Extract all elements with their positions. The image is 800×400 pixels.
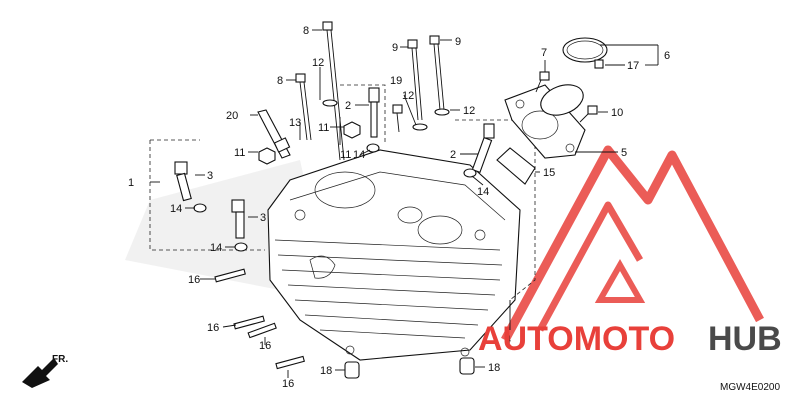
stud-16-c: [247, 322, 277, 339]
callout-18-a: 18: [320, 365, 332, 377]
callout-16-a: 16: [188, 274, 200, 286]
callout-9-a: 9: [392, 42, 398, 54]
front-direction-arrow-icon: [22, 358, 58, 388]
guide-3-upper: [174, 161, 192, 202]
callout-11-a: 11: [318, 122, 329, 134]
bolt-9-right: [429, 35, 445, 111]
oring-14-b: [234, 242, 248, 252]
bolt-10: [579, 105, 598, 123]
oring-14-a: [193, 203, 207, 213]
watermark-text-automoto: AUTOMOTO: [478, 320, 675, 358]
callout-14-a: 14: [353, 149, 365, 161]
stud-19: [392, 104, 403, 133]
watermark-text-hub: HUB: [708, 320, 782, 358]
callout-2-a: 2: [345, 100, 351, 112]
callout-11-b: 11: [340, 149, 351, 161]
spark-plug-20: [257, 109, 291, 159]
diagram-code: MGW4E0200: [720, 382, 780, 393]
callout-6: 6: [664, 50, 670, 62]
nut-11-left: [258, 147, 276, 165]
callout-17: 17: [627, 60, 639, 72]
callout-11-c: 11: [234, 147, 245, 159]
collar-18-right: [459, 357, 475, 375]
bolt-8-long: [322, 21, 345, 161]
callout-10: 10: [611, 107, 623, 119]
stud-16-d: [275, 355, 305, 370]
callout-2-b: 2: [450, 149, 456, 161]
callout-16-b: 16: [207, 322, 219, 334]
watermark-wordmark: AUTOMOTO HUB: [478, 320, 782, 358]
nut-11-center: [343, 121, 361, 139]
callout-14-d: 14: [210, 242, 222, 254]
callout-3-a: 3: [207, 170, 213, 182]
callout-13: 13: [289, 117, 301, 129]
callout-3-b: 3: [260, 212, 266, 224]
stud-16-b: [233, 315, 265, 330]
callout-9-b: 9: [455, 36, 461, 48]
callout-8-b: 8: [277, 75, 283, 87]
callout-4: 4: [505, 334, 511, 346]
leader-lines: [150, 29, 659, 378]
collar-18-left: [344, 361, 360, 379]
guide-2-right: [471, 123, 495, 174]
washer-12-c: [434, 108, 450, 116]
callout-18-b: 18: [488, 362, 500, 374]
callout-12-b: 12: [402, 90, 414, 102]
guide-3-lower: [231, 199, 245, 239]
cylinder-head: [267, 149, 521, 361]
bolt-9-left: [407, 39, 423, 121]
callout-14-c: 14: [170, 203, 182, 215]
callout-1: 1: [128, 177, 134, 189]
callout-15: 15: [543, 167, 555, 179]
intake-pipe-5: [504, 84, 586, 159]
callout-12-a: 12: [312, 57, 324, 69]
callout-20: 20: [226, 110, 238, 122]
bolt-8-short: [295, 73, 312, 141]
bolt-7: [535, 71, 550, 93]
gasket-15: [496, 147, 536, 185]
callout-19: 19: [390, 75, 402, 87]
washer-12-a: [322, 99, 338, 107]
front-direction-label: FR.: [52, 354, 68, 365]
callout-16-c: 16: [259, 340, 271, 352]
oring-14-d: [463, 168, 477, 178]
washer-12-b: [412, 123, 428, 131]
callout-8-a: 8: [303, 25, 309, 37]
guide-2-left: [368, 87, 380, 138]
stud-16-a: [214, 268, 246, 283]
callout-12-c: 12: [463, 105, 475, 117]
hose-clamp-6: [562, 37, 608, 69]
callout-16-d: 16: [282, 378, 294, 390]
callout-14-b: 14: [477, 186, 489, 198]
callout-5: 5: [621, 147, 627, 159]
callout-7: 7: [541, 47, 547, 59]
watermark-logo-icon: [501, 145, 764, 343]
